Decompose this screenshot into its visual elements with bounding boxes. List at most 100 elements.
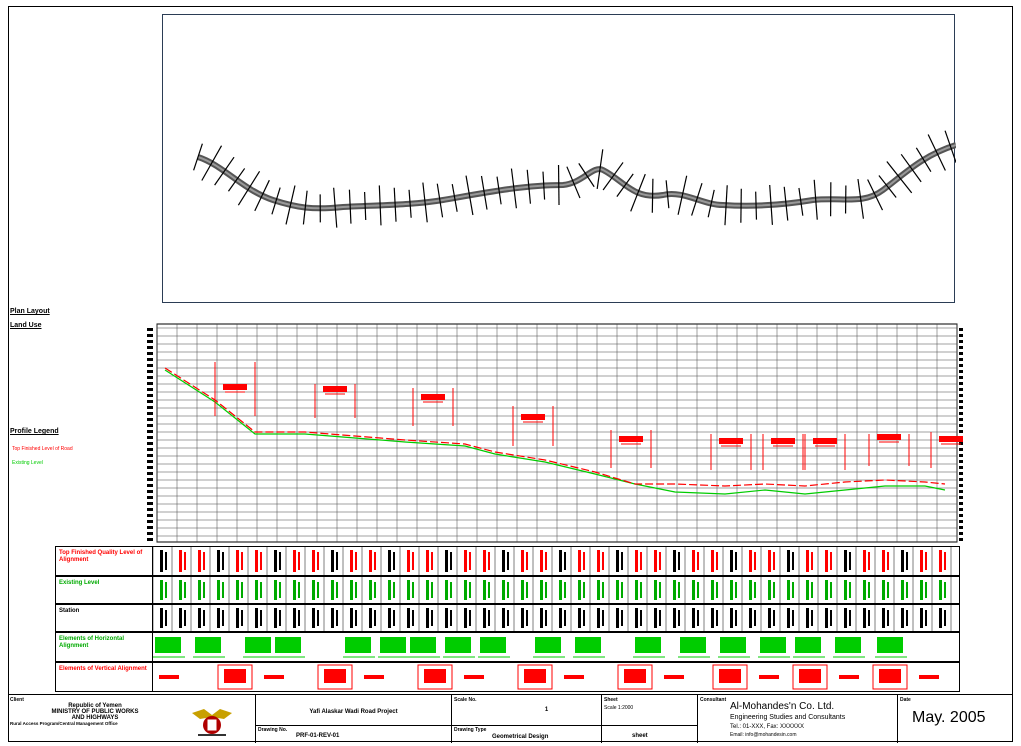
band-value-mark (298, 582, 300, 598)
cross-section-tick (542, 171, 546, 200)
axis-tick (959, 448, 963, 451)
band-value-mark (692, 550, 695, 572)
band-value-mark (939, 550, 942, 572)
band-value-mark (179, 580, 182, 600)
vertical-curve-annotation (930, 432, 963, 468)
band-value-mark (635, 580, 638, 600)
cross-section-tick (363, 192, 367, 221)
band-value-mark (502, 580, 505, 600)
vertical-curve-element (617, 664, 653, 690)
band-value-mark (787, 608, 790, 628)
band-value-mark (906, 552, 908, 570)
band-value-mark (583, 582, 585, 598)
band-value-mark (355, 610, 357, 626)
band-value-mark (407, 550, 410, 572)
band-value-mark (355, 582, 357, 598)
band-value-mark (521, 608, 524, 628)
band-value-mark (279, 552, 281, 570)
band-value-mark (483, 608, 486, 628)
band-value-mark (673, 550, 676, 572)
axis-tick (959, 460, 963, 463)
cross-section-tick (602, 162, 624, 191)
band-value-mark (445, 608, 448, 628)
band-value-mark (654, 608, 657, 628)
band-value-mark (507, 552, 509, 570)
band-value-mark (602, 610, 604, 626)
band-value-mark (825, 608, 828, 628)
band-value-mark (184, 552, 186, 570)
cross-section-tick (813, 179, 818, 220)
cross-section-tick (691, 182, 703, 216)
band-value-mark (298, 552, 300, 570)
horizontal-curve-element (678, 637, 710, 658)
band-value-mark (925, 610, 927, 626)
client-label: Client (10, 697, 24, 703)
axis-tick (959, 454, 963, 457)
band-existing-level: Existing Level (55, 576, 960, 604)
band-value-mark (350, 550, 353, 572)
axis-tick (959, 358, 963, 361)
cross-section-tick (596, 149, 604, 190)
band-value-mark (711, 580, 714, 600)
band-value-mark (920, 580, 923, 600)
band-value-mark (673, 608, 676, 628)
band-value-mark (540, 550, 543, 572)
vertical-curve-annotation (314, 384, 356, 418)
band-value-mark (545, 582, 547, 598)
band-value-mark (407, 580, 410, 600)
band-value-mark (621, 582, 623, 598)
axis-tick (147, 388, 153, 391)
axis-tick (147, 442, 153, 445)
vertical-curve-element (792, 664, 828, 690)
band-value-mark (298, 610, 300, 626)
band-value-mark (198, 608, 201, 628)
legend-finished-level: Top Finished Level of Road (12, 446, 73, 452)
band-value-mark (526, 552, 528, 570)
vertical-curve-element (159, 675, 179, 679)
band-value-mark (716, 582, 718, 598)
band-value-mark (640, 552, 642, 570)
longitudinal-profile (145, 322, 965, 544)
band-value-mark (925, 552, 927, 570)
yemen-emblem-icon (192, 709, 232, 736)
drawing-no: PRF-01-REV-01 (296, 733, 340, 739)
band-value-mark (564, 552, 566, 570)
scale-value: 1 (544, 707, 549, 713)
cross-section-tick (201, 145, 223, 181)
axis-tick (147, 466, 153, 469)
band-value-mark (431, 582, 433, 598)
band-value-mark (659, 610, 661, 626)
band-value-mark (426, 608, 429, 628)
band-value-mark (939, 608, 942, 628)
axis-tick (147, 520, 153, 523)
band-value-mark (217, 550, 220, 572)
band-horizontal-label: Elements of Horizontal Alignment (56, 633, 153, 661)
cross-section-tick (254, 179, 270, 212)
band-value-mark (160, 550, 163, 572)
axis-tick (147, 538, 153, 541)
band-value-mark (806, 608, 809, 628)
axis-tick (147, 418, 153, 421)
band-value-mark (407, 608, 410, 628)
band-value-mark (559, 550, 562, 572)
band-value-mark (901, 580, 904, 600)
sheet-number: sheet (632, 733, 648, 739)
client-line1: Republic of Yemen (68, 703, 122, 709)
vertical-curve-element (759, 675, 779, 679)
axis-tick (147, 502, 153, 505)
band-value-mark (901, 550, 904, 572)
axis-tick (147, 454, 153, 457)
band-value-mark (540, 580, 543, 600)
cross-section-tick (436, 183, 444, 218)
band-value-mark (773, 552, 775, 570)
band-value-mark (241, 610, 243, 626)
band-value-mark (393, 582, 395, 598)
cross-section-tick (333, 187, 338, 228)
cross-section-tick (886, 161, 913, 194)
band-value-mark (621, 610, 623, 626)
axis-tick (959, 370, 963, 373)
axis-tick (147, 436, 153, 439)
band-value-mark (464, 608, 467, 628)
band-value-mark (293, 550, 296, 572)
axis-tick (959, 430, 963, 433)
